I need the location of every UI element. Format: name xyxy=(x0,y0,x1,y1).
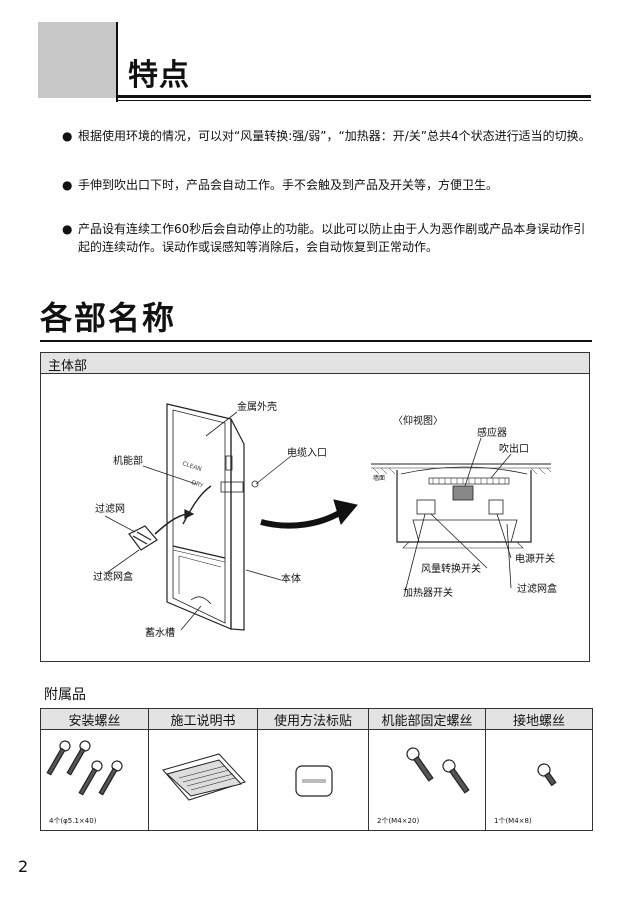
label-wall: 墙面 xyxy=(373,474,385,482)
machine-screws-icon xyxy=(406,747,470,794)
label-filter: 过滤网 xyxy=(95,502,125,515)
parts-rule xyxy=(40,340,592,342)
feature-text: 手伸到吹出口下时，产品会自动工作。手不会触及到产品及开关等，方便卫生。 xyxy=(78,178,499,192)
accessory-cell-usage-label xyxy=(257,729,369,831)
accessories-title: 附属品 xyxy=(44,687,86,703)
view-arrow xyxy=(260,499,358,529)
label-filter-box-right: 过滤网盒 xyxy=(517,582,557,595)
manual-icon xyxy=(162,753,246,801)
feature-text: 产品设有连续工作60秒后会自动停止的功能。以此可以防止由于人为恶作剧或产品本身误… xyxy=(78,222,586,254)
parts-title: 各部名称 xyxy=(40,299,177,337)
label-cable-entry: 电缆入口 xyxy=(287,446,327,459)
accessory-header: 施工说明书 xyxy=(148,708,258,730)
accessory-quantity: 4个(φ5.1×40) xyxy=(49,817,97,825)
bullet-dot: ● xyxy=(62,129,73,143)
label-power-switch: 电源开关 xyxy=(515,552,555,565)
usage-label-icon xyxy=(295,765,333,797)
accessory-cell-manual xyxy=(148,729,258,831)
features-title: 特点 xyxy=(128,58,190,93)
title-rule-thin xyxy=(116,100,591,101)
accessories-table: 安装螺丝 施工说明书 使用方法标贴 机能部固定螺丝 接地螺丝 4个(φ5.1×4… xyxy=(40,708,593,831)
accessory-header: 机能部固定螺丝 xyxy=(368,708,486,730)
mounting-screws-icon xyxy=(46,740,123,796)
accessory-quantity: 1个(M4×8) xyxy=(494,817,532,825)
accessory-cell-ground-screw: 1个(M4×8) xyxy=(485,729,593,831)
label-heater-switch: 加热器开关 xyxy=(403,586,453,599)
title-rule-thick xyxy=(116,95,591,98)
feature-item: ● 手伸到吹出口下时，产品会自动工作。手不会触及到产品及开关等，方便卫生。 xyxy=(62,176,592,194)
label-outlet: 吹出口 xyxy=(499,442,529,455)
clean-label: CLEAN xyxy=(181,460,202,473)
dry-label: DRY xyxy=(190,479,204,489)
feature-item: ● 根据使用环境的情况，可以对“风量转换:强/弱”，“加热器：开/关”总共4个状… xyxy=(62,127,592,163)
label-machine-part: 机能部 xyxy=(113,454,143,467)
main-body-box-header xyxy=(41,353,589,374)
page-number: 2 xyxy=(18,857,29,876)
clean-dry-marking: CLEAN DRY xyxy=(181,460,204,489)
accessories-image-row: 4个(φ5.1×40) 2 xyxy=(40,729,593,831)
header-divider xyxy=(116,22,118,102)
accessories-header-row: 安装螺丝 施工说明书 使用方法标贴 机能部固定螺丝 接地螺丝 xyxy=(40,708,593,730)
label-sensor: 感应器 xyxy=(477,426,507,439)
main-body-box xyxy=(40,352,590,662)
feature-text: 根据使用环境的情况，可以对“风量转换:强/弱”，“加热器：开/关”总共4个状态进… xyxy=(78,129,591,143)
accessory-quantity: 2个(M4×20) xyxy=(377,817,420,825)
label-filter-box-left: 过滤网盒 xyxy=(93,570,133,583)
main-body-box-title: 主体部 xyxy=(48,359,88,374)
accessory-header: 接地螺丝 xyxy=(485,708,593,730)
feature-item: ● 产品设有连续工作60秒后会自动停止的功能。以此可以防止由于人为恶作剧或产品本… xyxy=(62,220,592,256)
ground-screw-icon xyxy=(537,763,557,787)
leader-lines xyxy=(104,411,512,631)
accessory-header: 使用方法标贴 xyxy=(257,708,369,730)
accessory-cell-mounting-screws: 4个(φ5.1×40) xyxy=(40,729,149,831)
unit-right-illustration xyxy=(371,463,552,549)
label-water-tank: 蓄水槽 xyxy=(145,626,175,639)
label-airflow-switch: 风量转换开关 xyxy=(421,562,481,575)
bullet-dot: ● xyxy=(62,178,73,192)
label-metal-shell: 金属外壳 xyxy=(237,400,277,413)
label-body: 本体 xyxy=(281,572,301,585)
parts-diagram: CLEAN DRY xyxy=(93,400,557,639)
accessory-cell-machine-screws: 2个(M4×20) xyxy=(368,729,486,831)
filter-box-illustration xyxy=(128,509,195,551)
header-gray-block xyxy=(38,22,116,98)
bullet-dot: ● xyxy=(62,222,73,236)
unit-left-illustration xyxy=(166,403,259,631)
accessory-header: 安装螺丝 xyxy=(40,708,149,730)
label-bottom-view: 〈仰视图〉 xyxy=(393,414,443,427)
